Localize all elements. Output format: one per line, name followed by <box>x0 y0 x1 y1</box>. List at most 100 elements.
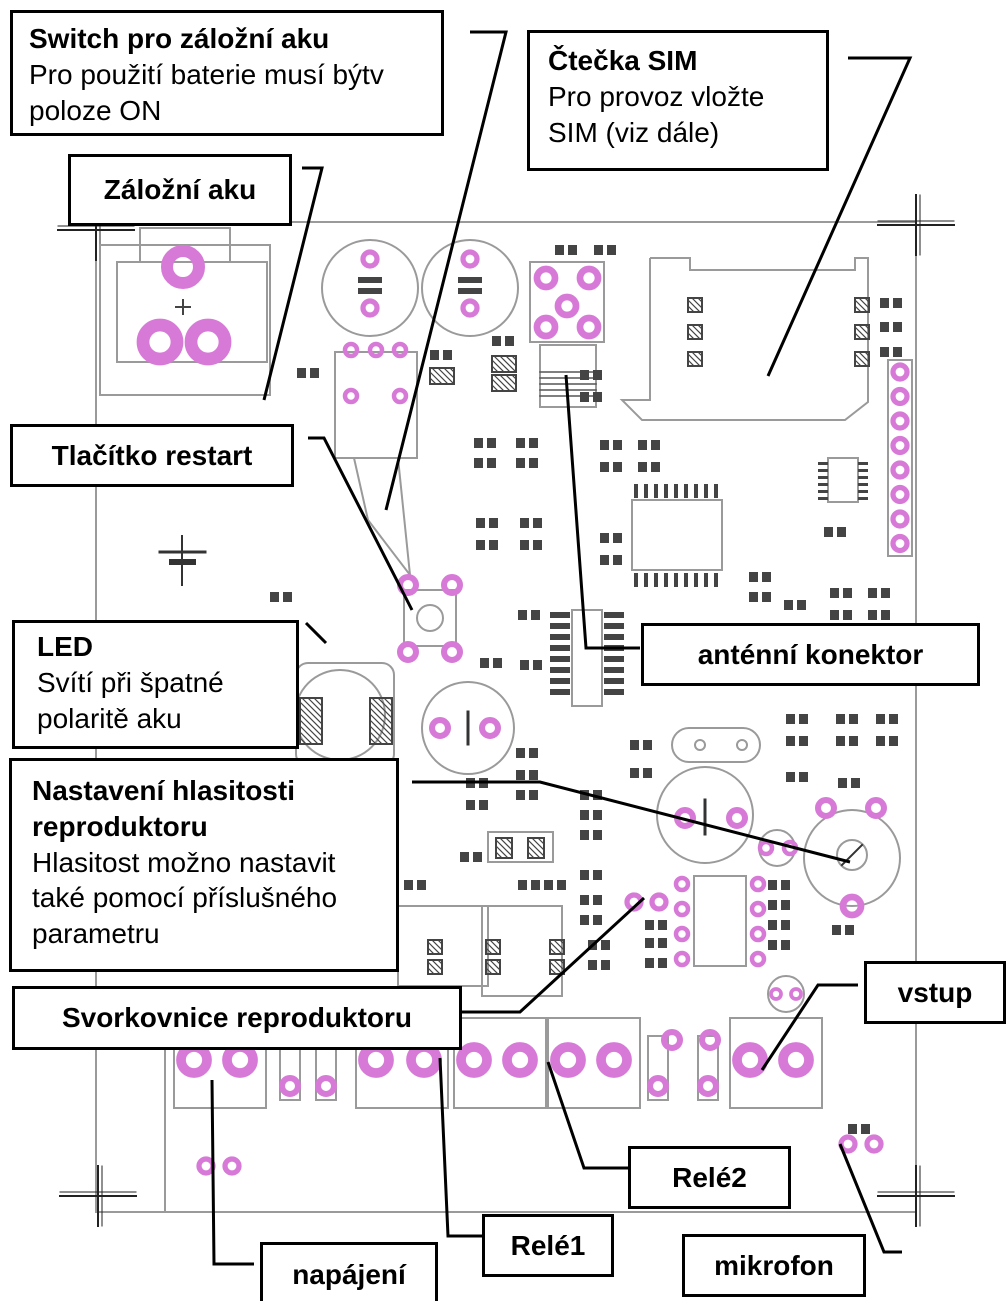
hatch-stroke <box>485 947 493 955</box>
label-switch: Switch pro záložní aku Pro použití bater… <box>10 10 444 136</box>
smd-pad <box>674 573 678 587</box>
tht-pad <box>184 318 232 366</box>
smd-pad <box>818 483 828 486</box>
hatch-stroke <box>864 297 870 303</box>
label-input-title: vstup <box>897 976 973 1008</box>
smd-pad <box>516 438 525 448</box>
hatch-stroke <box>443 367 455 379</box>
hatch-stroke <box>687 332 695 340</box>
tht-pad <box>815 797 837 819</box>
hatch-stroke <box>495 845 509 859</box>
smd-pad <box>487 458 496 468</box>
tht-pad <box>533 265 559 291</box>
hatched-pad <box>369 697 393 745</box>
potentiometer <box>803 809 901 907</box>
hatch-stroke <box>431 939 443 951</box>
tht-pad <box>367 341 385 359</box>
smd-pad <box>704 484 708 498</box>
tht-pad <box>661 1029 683 1051</box>
tht-pad <box>391 387 409 405</box>
tht-pad <box>673 925 691 943</box>
hatch-stroke <box>697 297 703 303</box>
tht-pad <box>890 533 910 554</box>
hatch-stroke <box>299 725 319 745</box>
leader-sim <box>766 56 913 377</box>
hatch-stroke <box>549 947 557 955</box>
smd-pad <box>601 960 610 970</box>
hatch-stroke <box>499 837 513 851</box>
smd-pad <box>580 810 589 820</box>
hatch-stroke <box>854 353 868 367</box>
tht-pad <box>406 1042 442 1078</box>
tht-pad <box>429 717 451 739</box>
hatch-stroke <box>527 851 535 859</box>
cap-1-mark <box>358 277 382 283</box>
label-power-title: napájení <box>292 1259 406 1291</box>
smd-pad <box>684 484 688 498</box>
smd-pad <box>645 920 654 930</box>
hatched-pad <box>485 939 501 955</box>
smd-pad <box>593 810 602 820</box>
tht-pad <box>554 293 580 319</box>
hatch-stroke <box>697 351 703 357</box>
smd-pad <box>417 880 426 890</box>
smd-pad <box>799 714 808 724</box>
hatch-stroke <box>299 713 323 737</box>
smd-pad <box>531 610 540 620</box>
smd-pad <box>781 900 790 910</box>
hatch-stroke <box>437 367 455 385</box>
hatch-stroke <box>299 701 323 725</box>
smd-pad <box>604 634 624 640</box>
smd-pad <box>518 610 527 620</box>
ic-mid <box>571 609 603 707</box>
label-relay1-title: Relé1 <box>510 1229 586 1261</box>
smd-pad <box>489 540 498 550</box>
hatch-stroke <box>505 374 517 386</box>
smd-pad <box>714 484 718 498</box>
label-switch-title: Switch pro záložní aku <box>29 23 330 54</box>
smd-pad <box>404 880 413 890</box>
smd-pad <box>762 592 771 602</box>
smd-pad <box>466 800 475 810</box>
smd-pad <box>593 370 602 380</box>
smd-pad <box>858 476 868 479</box>
hatch-stroke <box>489 959 501 971</box>
battery-holder <box>99 244 271 396</box>
smd-pad <box>604 656 624 662</box>
label-battery-title: Záložní aku <box>103 174 257 206</box>
label-volume-desc: Hlasitost možno nastavit také pomocí pří… <box>32 846 338 950</box>
tht-pad <box>890 509 910 529</box>
smd-pad <box>762 572 771 582</box>
smd-pad <box>645 958 654 968</box>
smd-pad <box>818 469 828 472</box>
smd-pad <box>880 322 889 332</box>
smd-pad <box>516 770 525 780</box>
label-relay2-title: Relé2 <box>672 1161 747 1193</box>
tht-pad <box>757 839 775 857</box>
hatch-stroke <box>429 371 443 385</box>
smd-pad <box>704 573 708 587</box>
tht-pad <box>769 987 783 1001</box>
hatch-stroke <box>307 697 323 713</box>
smd-pad <box>476 540 485 550</box>
tht-pad <box>576 314 602 340</box>
hatch-stroke <box>491 378 505 392</box>
smd-pad <box>593 830 602 840</box>
hatch-stroke <box>858 297 870 309</box>
hatch-stroke <box>858 351 870 363</box>
smd-pad <box>479 800 488 810</box>
smd-pad <box>858 497 868 500</box>
smd-pad <box>430 350 439 360</box>
smd-pad <box>297 368 306 378</box>
label-volume-title: Nastavení hlasitosti reproduktoru <box>32 775 295 842</box>
label-sim-desc: Pro provoz vložte SIM (viz dále) <box>548 80 765 148</box>
hatch-stroke <box>489 939 501 951</box>
hatch-stroke <box>864 324 870 330</box>
hatch-stroke <box>511 355 517 361</box>
tht-pad <box>460 298 480 318</box>
dip8 <box>693 875 747 967</box>
hatch-stroke <box>537 837 545 845</box>
leader-microphone <box>838 1143 902 1254</box>
cap-2-mark2 <box>458 288 482 294</box>
hatch-stroke <box>431 959 443 971</box>
